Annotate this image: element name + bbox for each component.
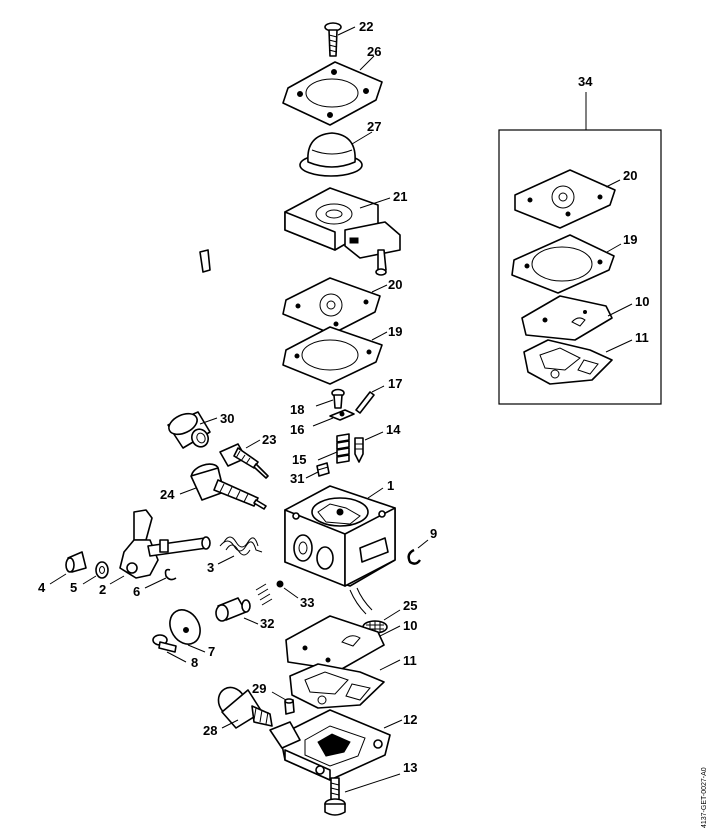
part-2-lever-ref [109,575,125,585]
label-30: 30 [220,411,234,426]
label-22: 22 [359,19,373,34]
label-33: 33 [300,595,314,610]
part-30-limiter-cap [167,411,218,449]
label-14: 14 [386,422,401,437]
part-23-adjusting-screw [219,439,269,479]
part-28-choke-shaft [217,686,273,729]
part-29-pin [271,691,295,715]
part-7-plate [169,609,206,653]
part-27-primer-bulb [299,131,373,177]
label-29: 29 [252,681,266,696]
drawing-reference: 4137-GET-0027-A0 [701,767,708,828]
part-5-washer [82,561,109,585]
label-34: 34 [578,74,593,89]
label-25: 25 [403,598,417,613]
part-1-carburetor-body [284,485,396,615]
label-26: 26 [367,44,381,59]
part-labels: 22 26 27 21 20 19 17 18 16 14 30 23 15 3… [38,19,649,775]
label-17: 17 [388,376,402,391]
label-10-kit: 10 [635,294,649,309]
part-3-torsion-spring [217,536,263,565]
label-8: 8 [191,655,198,670]
kit-gasket-19 [511,234,622,294]
part-4-screw [49,551,87,585]
label-18: 18 [290,402,304,417]
label-13: 13 [403,760,417,775]
label-12: 12 [403,712,417,727]
label-9: 9 [430,526,437,541]
part-32-plunger [215,597,259,625]
label-31: 31 [290,471,304,486]
kit-diaphragm-10 [521,295,633,341]
label-16: 16 [290,422,304,437]
part-26-cover-plate [282,55,383,126]
label-20: 20 [388,277,402,292]
label-21: 21 [393,189,407,204]
label-20-kit: 20 [623,168,637,183]
part-33-spring [255,580,299,606]
part-8-screw [152,634,187,663]
part-22-screw [324,22,356,57]
part-31-plug [305,462,330,479]
label-2: 2 [99,582,106,597]
label-6: 6 [133,584,140,599]
part-16-inlet-lever [312,409,355,427]
part-11-gasket [289,659,401,709]
part-14-inlet-needle [354,431,384,463]
label-11: 11 [403,653,417,668]
part-17-pin [355,385,385,414]
part-19-gasket [282,326,388,385]
label-4: 4 [38,580,46,595]
label-10: 10 [403,618,417,633]
label-15: 15 [292,452,306,467]
part-12-metering-cover [269,709,403,781]
repair-kit-box [498,92,662,405]
label-19-kit: 19 [623,232,637,247]
label-27: 27 [367,119,381,134]
label-7: 7 [208,644,215,659]
part-24-adjusting-screw [179,463,267,510]
part-20-diaphragm [282,277,388,335]
part-21-pump-cover [199,187,401,276]
kit-diaphragm-20 [514,169,621,229]
label-1: 1 [387,478,394,493]
part-10-metering-diaphragm [285,615,401,671]
throttle-lever-shaft [119,509,211,579]
part-18-screw [315,388,345,409]
part-6-circlip [144,568,177,589]
label-3: 3 [207,560,214,575]
label-23: 23 [262,432,276,447]
label-11-kit: 11 [635,330,649,345]
part-15-spring [317,433,350,464]
part-9-circlip [407,539,429,565]
label-28: 28 [203,723,217,738]
label-24: 24 [160,487,175,502]
label-19: 19 [388,324,402,339]
label-5: 5 [70,580,77,595]
kit-gasket-11 [523,339,633,385]
part-13-screw [324,773,401,816]
label-32: 32 [260,616,274,631]
